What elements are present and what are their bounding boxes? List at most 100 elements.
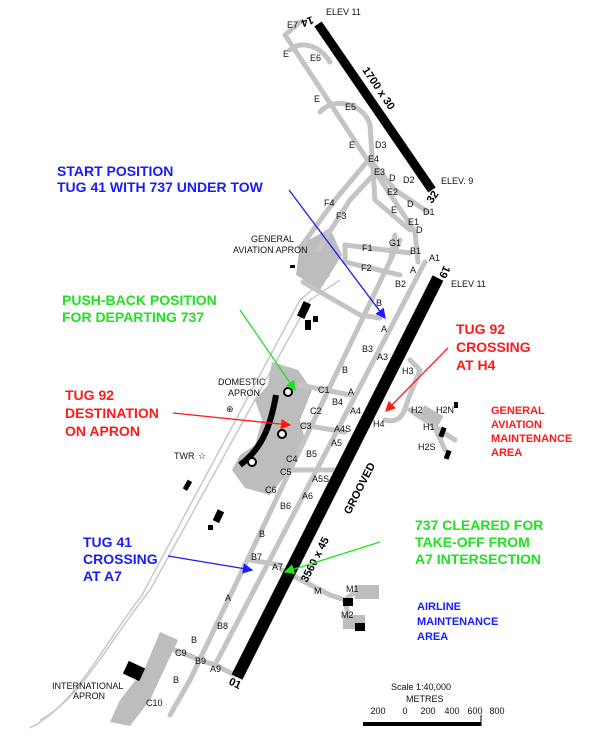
taxiway-label-e5: E5 [345,102,356,112]
takeoff-note: 737 CLEARED FOR TAKE-OFF FROM A7 INTERSE… [415,517,543,567]
note-line: AT H4 [456,357,496,373]
taxiway-label-d: D [416,225,423,235]
note-line: CROSSING [456,339,531,355]
taxiway-label-a: A [381,324,387,334]
taxiway-label-e: E [349,140,355,150]
note-line: 737 CLEARED FOR [415,517,543,533]
note-line: GENERAL [491,405,545,417]
taxiway-label-h2: H2 [411,405,423,415]
taxiway-label-d1: D1 [423,207,435,217]
runway-14-label: 14 [299,13,315,29]
taxiway-label-b7: B7 [251,552,262,562]
pushback-arrow [239,309,296,392]
taxiway-label-e1: E1 [408,217,419,227]
runway-01-label: 01 [227,676,243,692]
tug41-crossing-arrow [167,555,254,574]
tower-star-icon: ☆ [198,451,206,461]
compass-icon: ⊕ [226,404,234,414]
note-line: PUSH-BACK POSITION [62,292,217,308]
note-line: TUG 41 [83,534,132,550]
note-line: MAINTENANCE [491,433,572,445]
taxiway-label-a: A [410,265,416,275]
note-line: AREA [417,631,448,643]
taxiway-label-e6: E6 [310,53,321,63]
ga-apron-label-1: GENERAL [251,234,294,244]
runway-19-label: 19 [436,264,452,280]
taxiway-label-e4: E4 [368,154,379,164]
taxiway-label-e: E [314,94,320,104]
tug41-crossing-note: TUG 41 CROSSING AT A7 [83,534,158,584]
runway-01-19 [231,275,444,680]
tug92-crossing-note: TUG 92 CROSSING AT H4 [456,321,531,373]
scale-tick-label: 200 [420,706,435,716]
taxiway-label-c5: C5 [280,467,292,477]
ga-apron [296,228,342,290]
taxiway-label-f2: F2 [361,263,372,273]
tug92-destination-arrow [172,412,292,430]
taxiway-label-b1: B1 [410,246,421,256]
note-line: DESTINATION [65,405,159,421]
note-line: CROSSING [83,551,158,567]
start-position-note: START POSITION TUG 41 WITH 737 UNDER TOW [57,163,264,195]
taxiway-label-a1: A1 [429,253,440,263]
tug92-crossing-arrow [385,347,449,412]
note-line: AT A7 [83,568,122,584]
taxiway-label-d2: D2 [403,175,415,185]
taxiway-label-h1: H1 [423,422,435,432]
taxiway-label-f1: F1 [362,243,373,253]
ga-maintenance-note: GENERAL AVIATION MAINTENANCE AREA [491,405,572,459]
taxiway-label-a5s: A5S [312,474,329,484]
taxiway-label-a4: A4 [350,406,361,416]
scale-tick-label: 800 [489,706,504,716]
taxiway-label-b: B [191,635,197,645]
taxiway-label-h2n: H2N [436,405,454,415]
taxiway-label-a: A [225,593,231,603]
taxiway-label-b3: B3 [362,344,373,354]
buildings [122,265,458,682]
taxiway-label-h2s: H2S [418,442,436,452]
taxiway-label-b9: B9 [195,656,206,666]
scale-tick-label: 200 [370,706,385,716]
elevation-19: ELEV 11 [451,279,486,289]
taxiway-label-f4: F4 [324,198,335,208]
elevation-32: ELEV. 9 [441,176,473,186]
taxiway-label-b: B [173,675,179,685]
domestic-apron-label-1: DOMESTIC [218,377,266,387]
taxiway-label-d: D [407,199,414,209]
note-line: TAKE-OFF FROM [415,534,530,550]
taxiway-label-b: B [376,298,382,308]
taxiway-label-c4: C4 [286,454,298,464]
taxiway-label-a4s: A4S [334,424,351,434]
taxiway-label-m2: M2 [341,610,354,620]
taxiway-label-c6: C6 [265,485,277,495]
note-line: AVIATION [491,419,542,431]
taxiways [167,19,458,718]
note-line: AIRLINE [417,601,461,613]
note-line: ON APRON [65,423,140,439]
note-line: TUG 92 [65,387,114,403]
tug92-destination-note: TUG 92 DESTINATION ON APRON [65,387,159,439]
ga-apron-label-2: AVIATION APRON [233,245,308,255]
international-apron-label-1: INTERNATIONAL [52,681,123,691]
taxiway-label-b2: B2 [395,279,406,289]
note-line: START POSITION [57,163,173,179]
note-line: FOR DEPARTING 737 [62,309,204,325]
international-apron-label-2: APRON [73,691,105,701]
scale-tick-label: 400 [444,706,459,716]
taxiway-label-c10: C10 [146,698,163,708]
taxiway-label-c9: C9 [175,648,187,658]
taxiway-label-b8: B8 [217,621,228,631]
note-line: MAINTENANCE [417,616,498,628]
scale-title: Scale 1:40,000 [391,682,451,692]
runways [231,21,444,680]
taxiway-label-a9: A9 [210,664,221,674]
scale-tick-label: 0 [402,706,407,716]
taxiway-label-b4: B4 [332,397,343,407]
taxiway-label-f3: F3 [336,211,347,221]
taxiway-label-a3: A3 [377,352,388,362]
taxiway-label-c3: C3 [300,421,312,431]
